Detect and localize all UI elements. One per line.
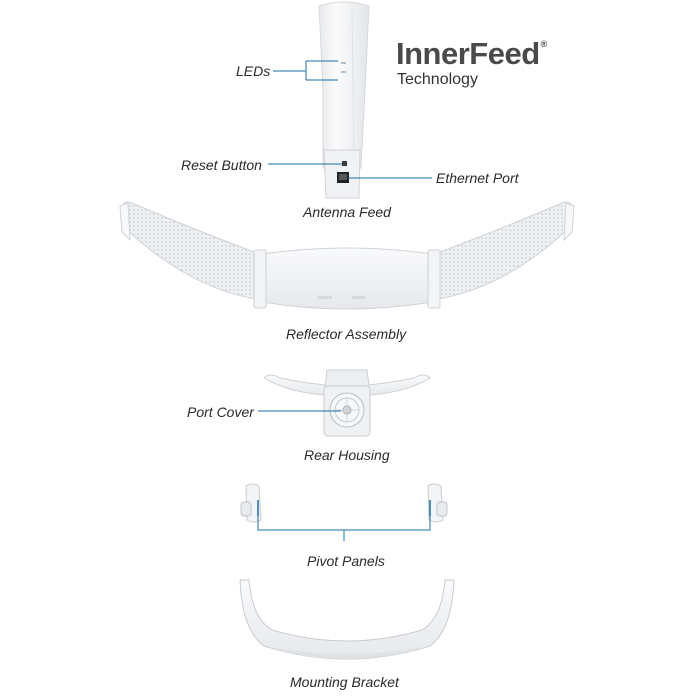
reset-button[interactable] xyxy=(342,161,347,166)
label-mounting-bracket: Mounting Bracket xyxy=(290,674,399,690)
brand-name: InnerFeed® xyxy=(396,38,547,69)
innerfeed-brand: InnerFeed® Technology xyxy=(396,38,547,89)
mounting-bracket xyxy=(239,579,455,660)
pivot-panel-right xyxy=(427,483,448,523)
label-port-cover: Port Cover xyxy=(187,404,254,420)
brand-subtitle: Technology xyxy=(397,71,478,88)
leds-leader xyxy=(273,60,338,81)
label-reset-button: Reset Button xyxy=(181,157,262,173)
label-reflector-assembly: Reflector Assembly xyxy=(286,326,407,342)
led-indicators xyxy=(341,62,346,73)
label-antenna-feed: Antenna Feed xyxy=(303,204,391,220)
antenna-feed xyxy=(318,1,370,199)
label-pivot-panels: Pivot Panels xyxy=(307,553,385,569)
registered-mark: ® xyxy=(540,39,548,49)
rear-housing xyxy=(263,369,431,437)
reflector-assembly xyxy=(119,201,575,310)
label-ethernet-port: Ethernet Port xyxy=(436,170,519,186)
label-rear-housing: Rear Housing xyxy=(304,447,390,463)
pivot-panel-left xyxy=(240,483,262,523)
label-leds: LEDs xyxy=(236,63,271,79)
brand-name-text: InnerFeed xyxy=(396,36,540,71)
port-cover[interactable] xyxy=(329,392,365,428)
pivot-panels-leader xyxy=(257,516,431,531)
